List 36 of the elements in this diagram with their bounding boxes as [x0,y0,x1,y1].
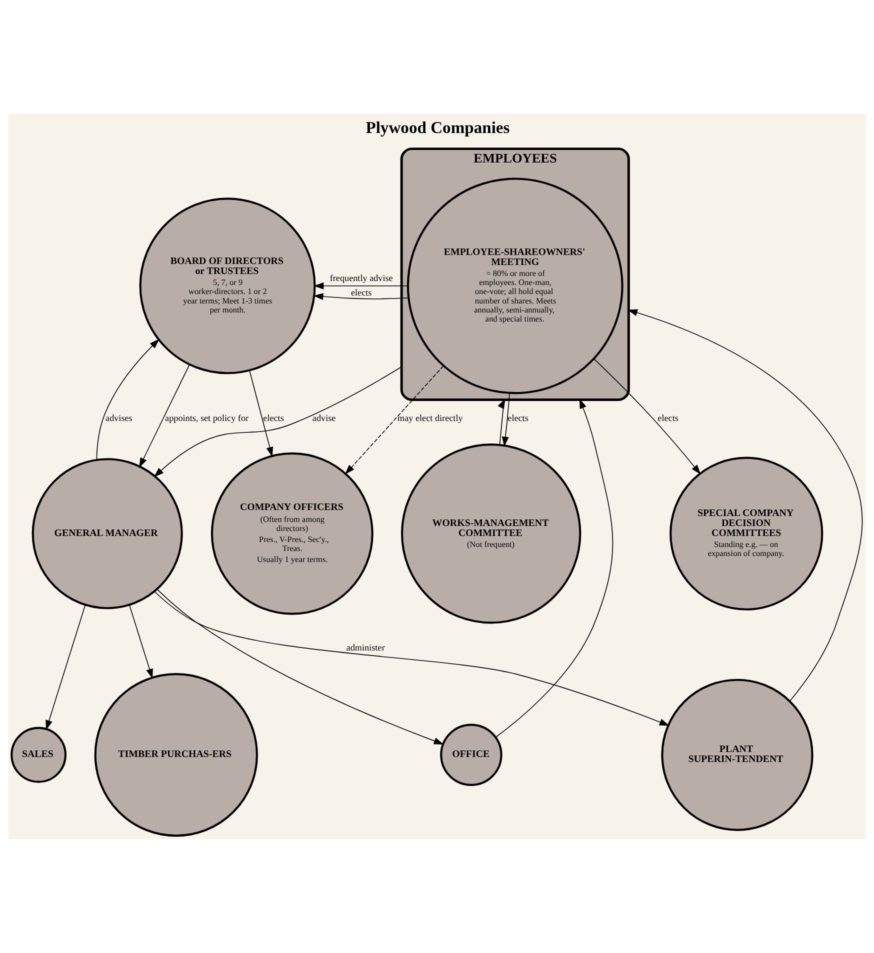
arrow [627,309,863,702]
edge-label: frequently advise [330,272,393,283]
node-circle: WORKS-MANAGEMENT COMMITTEE (Not frequent) [400,444,582,624]
edge-label: elects [508,413,528,424]
arrow [498,398,506,446]
node-circle: SPECIAL COMPANY DECISION COMMITTEES Standing e.g. — on expansion of company. [670,456,824,610]
node-circle: BOARD OF DIRECTORS or TRUSTEES 5, 7, or 9 worker-directors. 1 or 2 year terms; Meet 1-3 times per month. [139,198,316,374]
arrow [594,358,701,474]
edge-label: may elect directly [398,413,463,424]
arrow [154,591,670,726]
edge-label: advises [106,413,132,424]
arrow [156,588,444,744]
node-circle: OFFICE [440,724,502,786]
edge-label: administer [346,642,385,653]
arrow [128,604,153,679]
node-circle: COMPANY OFFICERS (Often from among directors) Pres., V-Pres., Sec'y., Treas. Usually 1 year terms. [210,452,374,615]
edge-label: appoints, set policy for [165,413,249,424]
edge-label: elects [350,288,372,298]
node-circle: SALES [10,726,67,783]
arrow [154,366,402,478]
arrow [139,364,190,468]
arrow [313,293,409,300]
arrow [314,282,408,290]
arrow [249,370,274,457]
edge-label: elects [658,413,678,424]
arrow [495,398,614,738]
node-circle: PLANT SUPERIN-TENDENT [661,678,814,831]
arrow [96,338,160,460]
node-circle: EMPLOYEE-SHAREOWNERS' MEETING = 80% or more of employees. One-man, one-vote; all hold equal number of shares. Meets annually, semi-annually, and special times. [406,178,624,394]
edge-label: elects [263,413,284,424]
node-circle: TIMBER PURCHAS-ERS [94,673,258,837]
edge-label: advise [312,413,336,424]
arrow [502,392,510,447]
arrow [344,366,444,475]
diagram-title: Plywood Companies [366,118,510,138]
arrow [46,604,86,730]
